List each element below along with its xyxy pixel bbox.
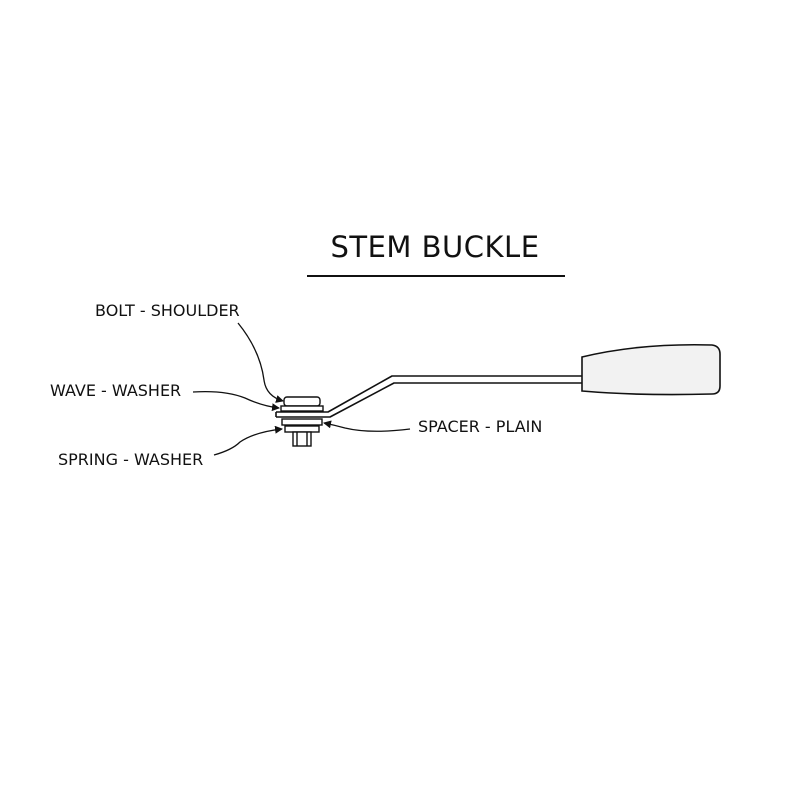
bolt-assembly xyxy=(280,396,324,447)
handle-grip xyxy=(581,343,721,396)
leader-bolt-shoulder xyxy=(237,322,284,403)
spacer-plain xyxy=(281,418,323,426)
spring-washer xyxy=(284,425,320,433)
bolt-shank xyxy=(292,431,312,447)
leader-spacer-plain xyxy=(323,420,411,432)
label-spring-washer: SPRING - WASHER xyxy=(58,450,204,469)
title-underline xyxy=(307,275,565,277)
bolt-head xyxy=(283,396,321,407)
lever-arm xyxy=(275,375,582,418)
label-wave-washer: WAVE - WASHER xyxy=(50,381,182,400)
label-bolt-shoulder: BOLT - SHOULDER xyxy=(95,301,240,320)
label-spacer-plain: SPACER - PLAIN xyxy=(418,417,543,436)
diagram-title: STEM BUCKLE xyxy=(330,230,540,264)
leader-spring-washer xyxy=(213,425,283,456)
leader-lines xyxy=(192,322,411,456)
wave-washer xyxy=(280,405,324,412)
leader-wave-washer xyxy=(192,390,280,412)
